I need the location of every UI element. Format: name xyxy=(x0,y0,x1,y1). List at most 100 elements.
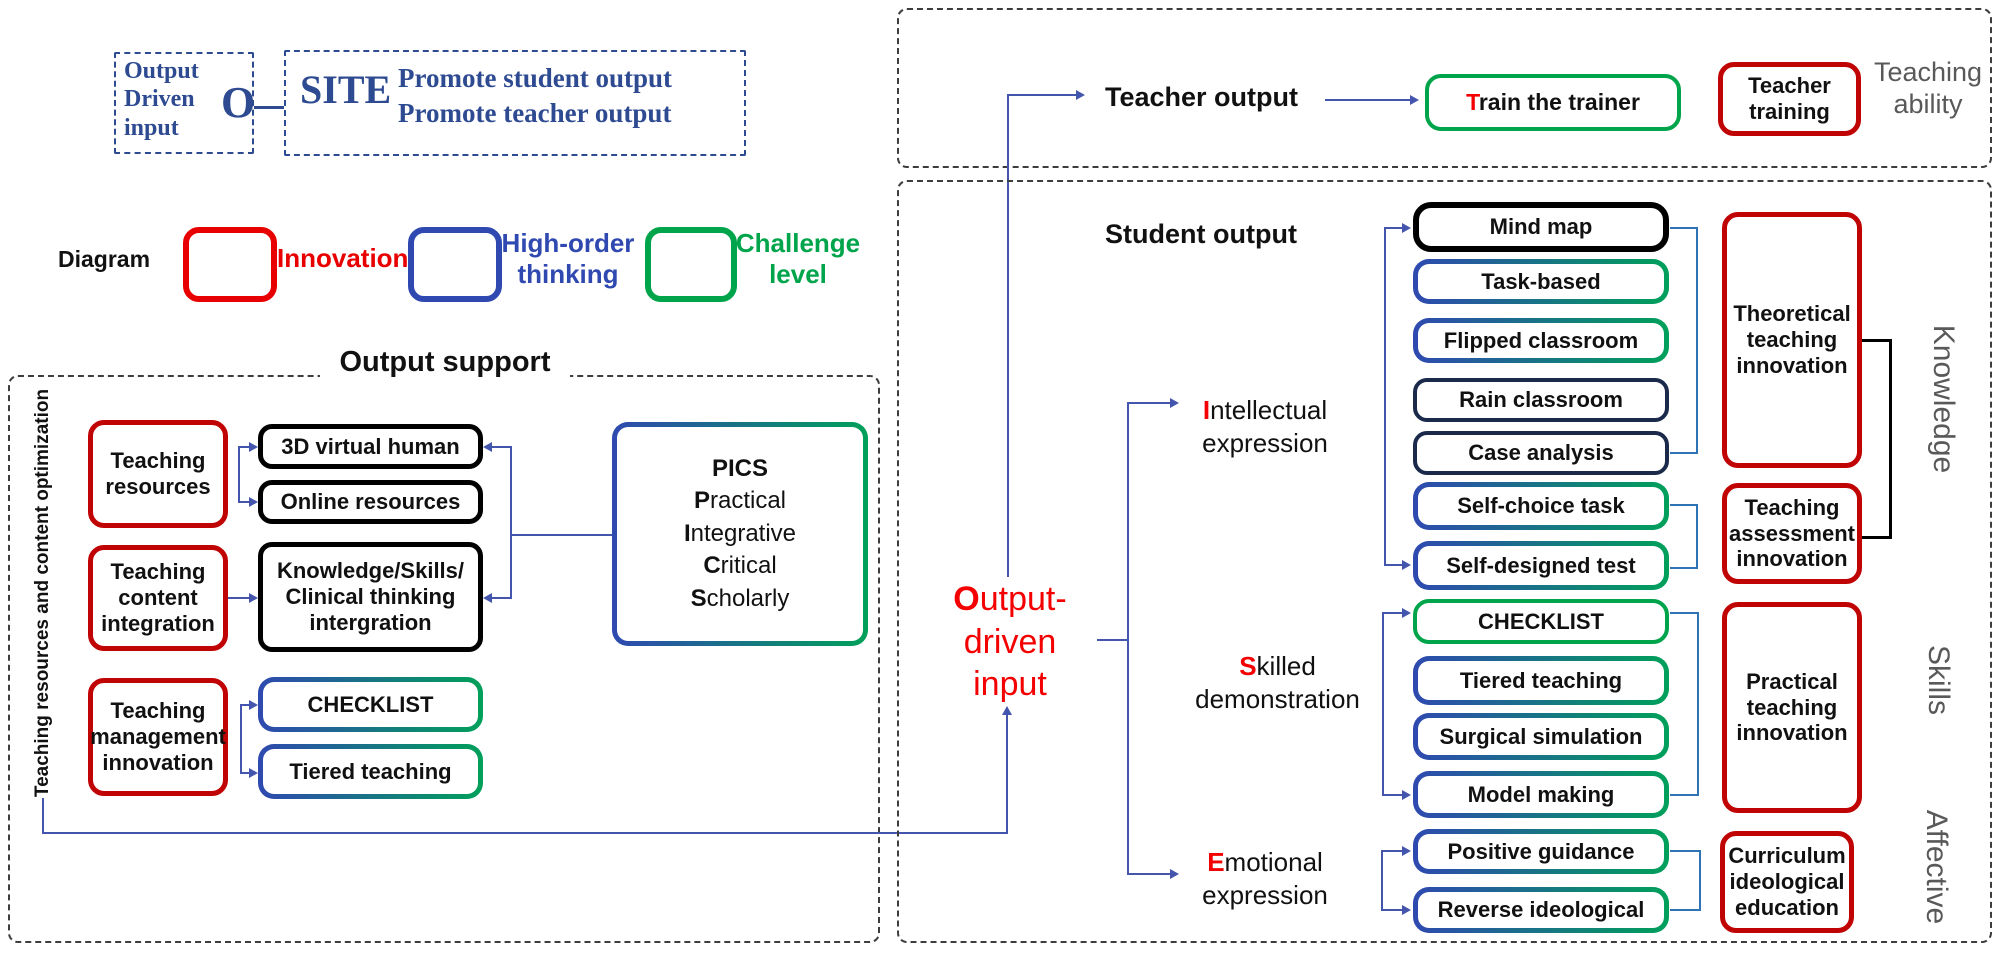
teaching-assessment-innovation-box: Teaching assessment innovation xyxy=(1722,483,1862,584)
arrow-left xyxy=(483,593,492,603)
bracket-line xyxy=(1670,612,1699,614)
arrow-right xyxy=(249,497,258,507)
affective-domain-label: Affective xyxy=(1920,809,1953,925)
site-label: SITE xyxy=(300,67,392,112)
bracket-line xyxy=(1699,850,1701,911)
bracket-line xyxy=(1670,850,1701,852)
connector-line xyxy=(1384,227,1402,229)
arrow-right xyxy=(1170,398,1179,408)
arrow-left xyxy=(483,442,492,452)
header-connector-line xyxy=(254,106,284,109)
connector-line xyxy=(510,534,612,536)
odi-line3: input xyxy=(124,114,179,141)
connector-line xyxy=(510,446,512,599)
teaching-ability-label: Teaching ability xyxy=(1873,57,1983,120)
bracket-line xyxy=(1670,504,1698,506)
knowledge-line3: intergration xyxy=(309,609,432,635)
checklist-box: CHECKLIST xyxy=(1413,599,1669,644)
tiered-left-box: Tiered teaching xyxy=(258,744,483,799)
case-analysis-box: Case analysis xyxy=(1413,431,1669,475)
bracket-line-black xyxy=(1889,339,1892,539)
legend-label-innovation: Innovation xyxy=(277,243,409,273)
connector-line xyxy=(1006,715,1008,834)
connector-line xyxy=(238,446,250,448)
student-output-section-box xyxy=(897,180,1992,943)
driver-to-teacher-line xyxy=(1007,95,1009,577)
arrow-right xyxy=(249,593,258,603)
arrow-right xyxy=(249,768,258,778)
pics-box: PICS Practical Integrative Critical Scho… xyxy=(612,422,868,646)
bracket-line xyxy=(1670,794,1699,796)
model-making-box: Model making xyxy=(1413,771,1669,818)
connector-line xyxy=(1127,402,1171,404)
promote-teacher: Promote teacher output xyxy=(398,98,672,129)
virtual-human-box: 3D virtual human xyxy=(258,424,483,469)
bracket-line xyxy=(1670,909,1701,911)
online-resources-box: Online resources xyxy=(258,480,483,524)
odi-line1: Output xyxy=(124,58,199,84)
knowledge-domain-label: Knowledge xyxy=(1927,324,1960,474)
legend-swatch-innovation xyxy=(183,227,277,302)
arrow-right xyxy=(1410,95,1419,105)
legend-challenge-line2: level xyxy=(769,259,827,290)
promote-lines: Promote student output Promote teacher o… xyxy=(398,61,672,131)
bracket-line xyxy=(1697,612,1699,796)
pics-item-integrative: Integrative xyxy=(683,519,797,547)
legend-high-order-line2: thinking xyxy=(517,259,619,290)
arrow-right xyxy=(1402,608,1411,618)
legend-swatch-high-order xyxy=(408,227,502,302)
teacher-training-box: Teacher training xyxy=(1718,62,1861,136)
teaching-content-box: Teaching content integration xyxy=(88,545,228,651)
self-choice-task-box: Self-choice task xyxy=(1413,482,1669,530)
knowledge-line1: Knowledge/Skills/ xyxy=(276,558,465,584)
legend-swatch-challenge xyxy=(645,227,737,302)
odi-dashed-box xyxy=(114,52,254,154)
bracket-line xyxy=(1670,567,1698,569)
arrow-right xyxy=(1402,223,1411,233)
arrow-right xyxy=(1402,846,1411,856)
o-letter: O xyxy=(221,78,256,127)
curriculum-ideological-education-box: Curriculum ideological education xyxy=(1720,831,1854,933)
legend-high-order-line1: High-order xyxy=(501,228,635,258)
connector-line xyxy=(238,446,240,503)
connector-line xyxy=(238,501,250,503)
odi-label: Output Driven input xyxy=(124,57,199,142)
legend-label-challenge: Challenge level xyxy=(733,228,863,290)
checklist-left-box: CHECKLIST xyxy=(258,677,483,732)
connector-line xyxy=(492,446,512,448)
arrow-right xyxy=(249,442,258,452)
pics-item-critical: Critical xyxy=(703,552,777,580)
arrow-up xyxy=(1002,706,1012,715)
teaching-management-box: Teaching management innovation xyxy=(88,678,228,796)
self-designed-test-box: Self-designed test xyxy=(1413,541,1669,590)
connector-line xyxy=(1127,873,1171,875)
output-support-title: Output support xyxy=(320,346,570,379)
intellectual-expression-label: Intellectual expression xyxy=(1202,395,1328,458)
connector-line xyxy=(1382,612,1402,614)
skilled-demonstration-label: Skilled demonstration xyxy=(1195,651,1360,714)
pics-item-scholarly: Scholarly xyxy=(690,584,790,612)
mind-map-box: Mind map xyxy=(1413,202,1669,252)
connector-line xyxy=(240,704,250,706)
bracket-line-black xyxy=(1862,536,1892,539)
legend-title: Diagram xyxy=(58,246,151,272)
surgical-simulation-box: Surgical simulation xyxy=(1413,713,1669,760)
pics-item-practical: Practical xyxy=(693,487,787,515)
arrow-right xyxy=(249,700,258,710)
connector-line xyxy=(1382,794,1402,796)
arrow-right xyxy=(1402,560,1411,570)
teacher-output-section-box xyxy=(897,8,1992,168)
output-support-side-label: Teaching resources and content optimizat… xyxy=(32,388,53,798)
connector-line xyxy=(1381,850,1402,852)
rain-classroom-box: Rain classroom xyxy=(1413,378,1669,422)
connector-line xyxy=(240,704,242,774)
promote-student: Promote student output xyxy=(398,63,673,93)
site-dashed-box xyxy=(284,50,746,156)
reverse-ideological-box: Reverse ideological xyxy=(1413,887,1669,933)
student-output-title: Student output xyxy=(1105,219,1297,249)
skills-domain-label: Skills xyxy=(1922,644,1955,715)
bracket-line xyxy=(1696,227,1698,454)
connector-line xyxy=(240,772,250,774)
bracket-line xyxy=(1670,227,1698,229)
